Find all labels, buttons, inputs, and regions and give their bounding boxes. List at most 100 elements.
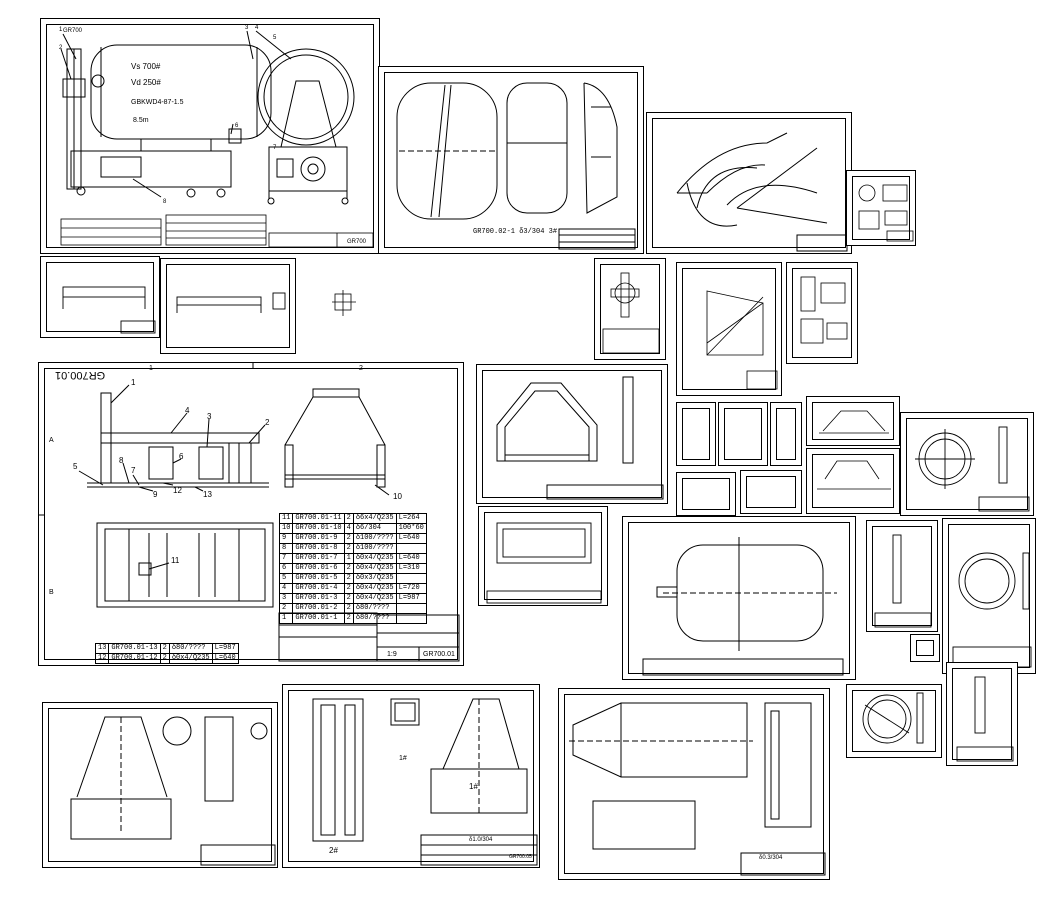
- label-1-number: 1#: [399, 755, 407, 762]
- table-cell-qty: 2: [343, 543, 354, 554]
- shell-caption: GR700.02-1 δ3/304 3#: [473, 228, 558, 236]
- label-2-number: 2#: [329, 846, 338, 855]
- table-cell-qty: 2: [343, 563, 354, 574]
- balloon-1: 1: [59, 27, 63, 33]
- table-cell-mat: δ0x4/Q235: [352, 583, 397, 594]
- drawing-sheet-small-1: [846, 170, 916, 246]
- table-cell-qty: 2: [343, 583, 354, 594]
- table-cell-qty: 2: [343, 603, 354, 614]
- sheet-title: GR700.01: [55, 369, 106, 381]
- table-cell-code: GR700.01-3: [292, 593, 345, 604]
- table-cell-qty: 2: [343, 573, 354, 584]
- table-cell-no: 11: [278, 513, 294, 524]
- zone-row-a: A: [49, 437, 54, 444]
- drawing-sheet-cone-2: [676, 262, 782, 396]
- table-cell-qty: 2: [159, 643, 170, 654]
- frame-assembly-drawing: [39, 363, 460, 662]
- drawing-sheet-bracket-2: [806, 396, 900, 446]
- label-1-number-cone: 1#: [469, 782, 478, 791]
- bracket-2-drawing: [819, 410, 889, 434]
- balloon-7: 7: [273, 145, 277, 151]
- bar-2-drawing: [956, 676, 1014, 762]
- bracket-1-drawing: [496, 376, 664, 500]
- table-cell-code: GR700.01-8: [292, 543, 345, 554]
- cone-tank-drawing: [569, 702, 826, 876]
- table-cell-qty: 2: [159, 653, 170, 664]
- drawing-sheet-bracket-3: [806, 448, 900, 514]
- zone-col-2: 2: [359, 365, 363, 372]
- plate-1-drawing: [486, 522, 602, 604]
- drawing-sheet-shell: GR700.02-1 δ3/304 3#: [378, 66, 644, 254]
- drawing-sheet-frame-gr70005: 2# 1# 1# δ1.0/304 GR700.05: [282, 684, 540, 868]
- balloon-5: 5: [273, 35, 277, 41]
- table-cell-note: L=640: [395, 553, 427, 564]
- table-cell-no: 5: [278, 573, 294, 584]
- table-cell-qty: 4: [343, 523, 354, 534]
- drawing-sheet-mini-4: [676, 472, 736, 516]
- balloon-3: 3: [207, 412, 212, 421]
- table-cell-qty: 2: [343, 533, 354, 544]
- table-cell-no: 9: [278, 533, 294, 544]
- table-cell-mat: δ100/????: [352, 533, 397, 544]
- table-cell-mat: δ6/304: [352, 523, 397, 534]
- drawing-sheet-mini-6: [910, 634, 940, 662]
- drawing-sheet-bracket-1: [476, 364, 668, 504]
- hopper-drawing: [70, 716, 276, 866]
- detail-2-drawing: [800, 276, 848, 344]
- balloon-6: 6: [179, 452, 184, 461]
- material-spec: δ0.3/304: [759, 855, 783, 861]
- table-cell-note: L=720: [395, 583, 427, 594]
- balloon-4: 4: [185, 406, 190, 415]
- table-cell-note: [395, 543, 427, 554]
- drawing-sheet-cone-plate: [646, 112, 852, 254]
- shell-development-drawing: [396, 82, 636, 250]
- table-cell-code: GR700.01-1: [292, 613, 345, 624]
- drawing-sheet-hopper: [42, 702, 278, 868]
- ring-1-drawing: [952, 552, 1032, 668]
- bar-1-drawing: [874, 534, 932, 628]
- balloon-10: 10: [393, 492, 402, 501]
- balloon-8: 8: [163, 199, 167, 205]
- balloon-13: 13: [203, 490, 212, 499]
- drawing-sheet-flange-1: [900, 412, 1034, 516]
- balloon-3: 3: [245, 25, 249, 31]
- spec-volume: Vd 250#: [131, 78, 161, 87]
- table-cell-no: 6: [278, 563, 294, 574]
- table-cell-note: L=987: [395, 593, 427, 604]
- frame-05-drawing: [312, 698, 538, 866]
- table-cell-mat: δ0x3/Q235: [352, 573, 397, 584]
- balloon-8: 8: [119, 456, 124, 465]
- table-cell-mat: δ80/????: [168, 643, 213, 654]
- table-cell-note: [395, 613, 427, 624]
- table-cell-qty: 2: [343, 513, 354, 524]
- bracket-3-drawing: [817, 460, 891, 490]
- drawing-sheet-detail-2: [786, 262, 858, 364]
- table-cell-code: GR700.01-11: [292, 513, 345, 524]
- drawing-sheet-bar-2: [946, 662, 1018, 766]
- balloon-9: 9: [153, 490, 158, 499]
- table-cell-mat: δ0x4/Q235: [352, 593, 397, 604]
- sheet-tag: GR700: [63, 28, 83, 34]
- drawing-sheet-ring-1: [942, 518, 1036, 674]
- drawing-sheet-ring-2: [846, 684, 942, 758]
- drawing-code: GR700: [347, 239, 367, 245]
- balloon-2: 2: [265, 418, 270, 427]
- drawing-sheet-tank-side: [622, 516, 856, 680]
- cone-plate-drawing: [676, 132, 848, 252]
- table-cell-code: GR700.01-4: [292, 583, 345, 594]
- table-cell-code: GR700.01-2: [292, 603, 345, 614]
- drawing-sheet-mini-5: [740, 470, 802, 514]
- drawing-sheet-beam-2: [160, 258, 296, 354]
